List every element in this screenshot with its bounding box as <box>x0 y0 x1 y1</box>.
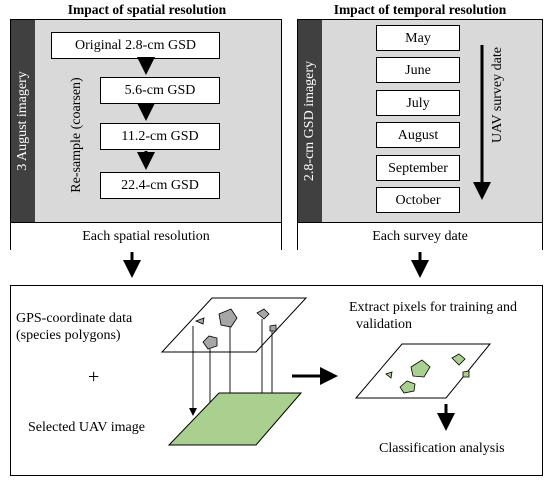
spatial-footer: Each spatial resolution <box>11 222 281 250</box>
species-polygon <box>256 308 270 320</box>
month-july: July <box>376 90 460 116</box>
species-polygon <box>218 308 238 328</box>
species-polygon <box>399 380 416 394</box>
uav-image-label: Selected UAV image <box>28 420 145 435</box>
step-22-4: 22.4-cm GSD <box>100 172 220 199</box>
step-original: Original 2.8-cm GSD <box>51 32 220 59</box>
species-polygon <box>451 353 466 366</box>
workflow-panel <box>10 285 543 476</box>
month-may: May <box>376 25 460 51</box>
species-polygon <box>462 370 470 378</box>
species-polygon <box>194 317 205 325</box>
month-october: October <box>376 187 460 213</box>
month-september: September <box>376 155 460 181</box>
month-august: August <box>376 122 460 148</box>
species-polygon <box>269 324 277 332</box>
gps-polygon-layer <box>160 297 308 353</box>
plus-sign: + <box>88 366 100 388</box>
month-june: June <box>376 57 460 83</box>
spatial-sidebar: 3 August imagery <box>11 20 35 222</box>
gps-label-line2: (species polygons) <box>16 328 121 343</box>
extract-label-line2: validation <box>356 317 412 332</box>
classification-label: Classification analysis <box>379 441 505 456</box>
species-polygon <box>202 335 218 350</box>
uav-image-layer <box>167 392 303 446</box>
step-5-6: 5.6-cm GSD <box>100 77 220 104</box>
gps-label-line1: GPS-coordinate data <box>16 311 133 326</box>
species-polygon <box>385 371 393 379</box>
temporal-footer: Each survey date <box>298 222 542 250</box>
spatial-panel-title: Impact of spatial resolution <box>67 2 227 17</box>
species-polygon <box>410 359 431 378</box>
temporal-sidebar: 2.8-cm GSD imagery <box>298 20 322 222</box>
step-11-2: 11.2-cm GSD <box>100 123 220 150</box>
extract-label-line1: Extract pixels for training and <box>349 300 517 315</box>
temporal-panel-title: Impact of temporal resolution <box>333 2 507 17</box>
